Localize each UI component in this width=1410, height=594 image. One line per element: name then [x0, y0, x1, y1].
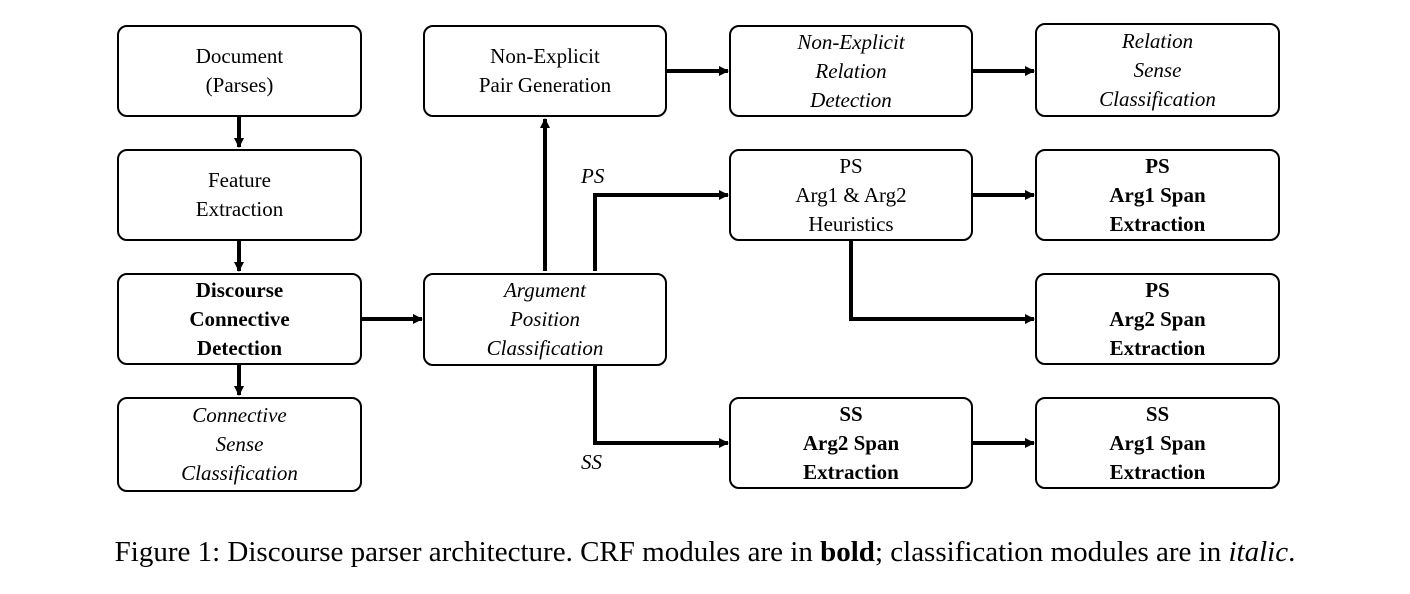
connective-sense-classification-box: Connective Sense Classification: [117, 397, 362, 492]
ss-arg2-span-extraction-box: SS Arg2 Span Extraction: [729, 397, 973, 489]
node-line: Relation: [1121, 28, 1194, 53]
node-line: Arg2 Span: [802, 430, 900, 455]
node-line: Sense: [215, 432, 264, 456]
node-line: Classification: [486, 336, 604, 360]
node-line: Extraction: [1109, 459, 1206, 484]
caption-bold-word: bold: [820, 536, 875, 568]
node-line: Extraction: [195, 197, 284, 221]
feature-extraction-box: Feature Extraction: [117, 149, 362, 241]
node-line: Detection: [810, 87, 892, 112]
node-line: Sense: [1133, 57, 1182, 82]
node-line: Arg1 Span: [1109, 182, 1206, 207]
node-line: Non-Explicit: [797, 29, 905, 54]
node-line: Feature: [208, 168, 271, 192]
ps-edge-label: PS: [581, 164, 605, 188]
node-line: Connective: [192, 403, 287, 427]
document-parses-box: Document (Parses): [117, 25, 362, 117]
arrows-layer: [234, 66, 1035, 448]
nonexplicit-pair-generation-box: Non-Explicit Pair Generation: [423, 25, 667, 117]
node-line: PS: [839, 153, 863, 178]
node-line: Extraction: [803, 459, 899, 484]
argument-position-classification-box: Argument Position Classification: [423, 273, 667, 366]
node-line: Extraction: [1109, 211, 1206, 236]
caption-italic-word: italic: [1228, 536, 1289, 568]
node-line: Position: [509, 307, 580, 331]
node-line: Heuristics: [808, 211, 894, 236]
ss-arg1-span-extraction-box: SS Arg1 Span Extraction: [1035, 397, 1280, 489]
node-line: Non-Explicit: [490, 44, 600, 68]
node-line: Connective: [189, 306, 290, 331]
discourse-connective-detection-box: Discourse Connective Detection: [117, 273, 362, 365]
node-line: Relation: [815, 58, 887, 83]
caption-suffix: .: [1288, 536, 1296, 568]
node-line: Arg1 & Arg2: [795, 182, 907, 207]
caption-middle: ; classification modules are in: [874, 536, 1229, 568]
arrow-argument-position-to-ps-heuristics: [593, 190, 729, 271]
node-line: Argument: [503, 278, 587, 302]
node-line: Arg2 Span: [1109, 306, 1206, 331]
caption-prefix: Figure 1: Discourse parser architecture.…: [114, 536, 821, 568]
node-line: Document: [195, 44, 284, 68]
node-line: PS: [1145, 277, 1170, 302]
node-line: Discourse: [195, 277, 284, 302]
arrow-ps-heuristics-to-ps-arg2: [849, 241, 1035, 324]
figure-caption: Figure 1: Discourse parser architecture.…: [0, 534, 1410, 570]
node-line: Extraction: [1109, 335, 1206, 360]
ps-heuristics-box: PS Arg1 & Arg2 Heuristics: [729, 149, 973, 241]
node-line: Classification: [181, 461, 298, 485]
ss-edge-label: SS: [581, 450, 602, 474]
node-line: SS: [1145, 401, 1170, 426]
node-line: Detection: [196, 335, 283, 360]
node-line: Pair Generation: [478, 73, 612, 97]
node-line: Arg1 Span: [1109, 430, 1206, 455]
nonexplicit-relation-detection-box: Non-Explicit Relation Detection: [729, 25, 973, 117]
node-line: PS: [1145, 153, 1170, 178]
relation-sense-classification-box: Relation Sense Classification: [1035, 23, 1280, 117]
node-line: SS: [839, 401, 863, 426]
ps-arg2-span-extraction-box: PS Arg2 Span Extraction: [1035, 273, 1280, 365]
node-line: Classification: [1099, 86, 1216, 111]
architecture-diagram: Document (Parses) Feature Extraction Dis…: [117, 23, 1280, 492]
arrow-argument-position-to-ss-arg2: [593, 366, 729, 448]
ps-arg1-span-extraction-box: PS Arg1 Span Extraction: [1035, 149, 1280, 241]
node-line: (Parses): [205, 73, 274, 97]
